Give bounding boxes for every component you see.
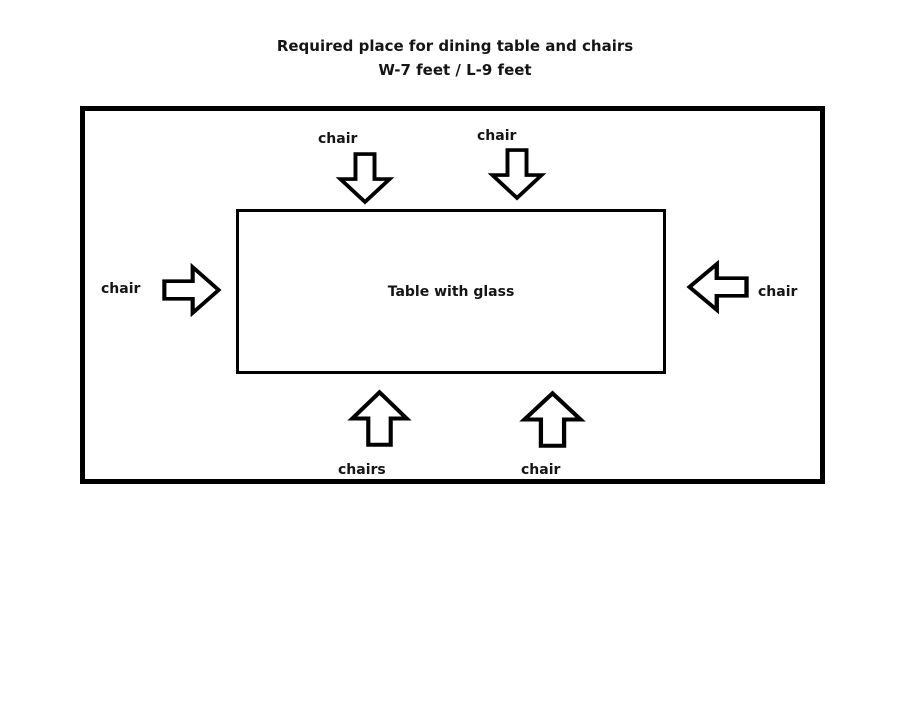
chair-label-bottom-right: chair [521,462,561,478]
chair-label-top-left: chair [318,131,358,147]
arrow-up-icon [519,390,586,448]
arrow-left-icon [686,259,749,315]
arrow-down-icon [335,152,395,205]
chair-label-left: chair [101,281,141,297]
title-line-2: W-7 feet / L-9 feet [378,61,532,79]
dining-table-shape: Table with glass [236,209,666,374]
chair-label-right: chair [758,284,798,300]
arrow-down-icon [487,148,547,201]
chair-label-bottom-left: chairs [338,462,386,478]
diagram-title: Required place for dining table and chai… [0,34,910,82]
chair-label-top-right: chair [477,128,517,144]
table-label: Table with glass [387,283,515,300]
title-line-1: Required place for dining table and chai… [276,37,634,55]
arrow-right-icon [162,262,222,318]
arrow-up-icon [347,389,412,447]
